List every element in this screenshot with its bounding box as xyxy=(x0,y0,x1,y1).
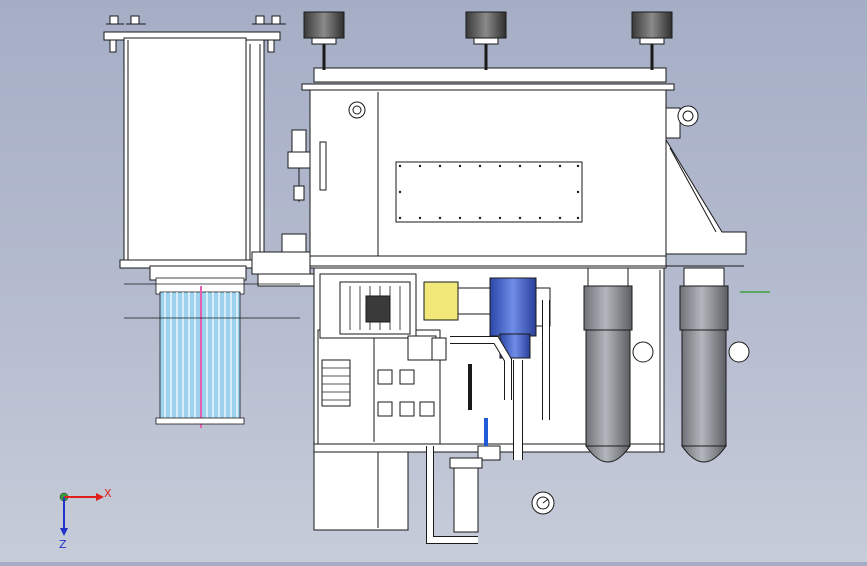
isolator-middle xyxy=(465,11,507,70)
return-filter-housing xyxy=(251,233,315,287)
breather-filter xyxy=(287,129,311,202)
isolator-left xyxy=(303,11,345,70)
accumulator-right xyxy=(679,267,750,463)
ball-valve xyxy=(477,418,501,461)
main-tank xyxy=(301,67,744,269)
pipework xyxy=(426,300,550,544)
triad-z-label: Z xyxy=(59,538,67,551)
pressure-gauge xyxy=(531,491,555,515)
accumulator-left xyxy=(583,267,654,463)
filter-element-bank xyxy=(124,277,300,428)
side-bracket xyxy=(665,105,747,255)
pressure-filter xyxy=(449,457,483,533)
isolator-right xyxy=(631,11,673,70)
triad-x-label: X xyxy=(104,487,112,500)
motor-pump-group xyxy=(319,273,551,359)
side-cabinet xyxy=(103,15,286,281)
view-triad xyxy=(59,492,104,536)
valve-manifold xyxy=(321,335,447,417)
